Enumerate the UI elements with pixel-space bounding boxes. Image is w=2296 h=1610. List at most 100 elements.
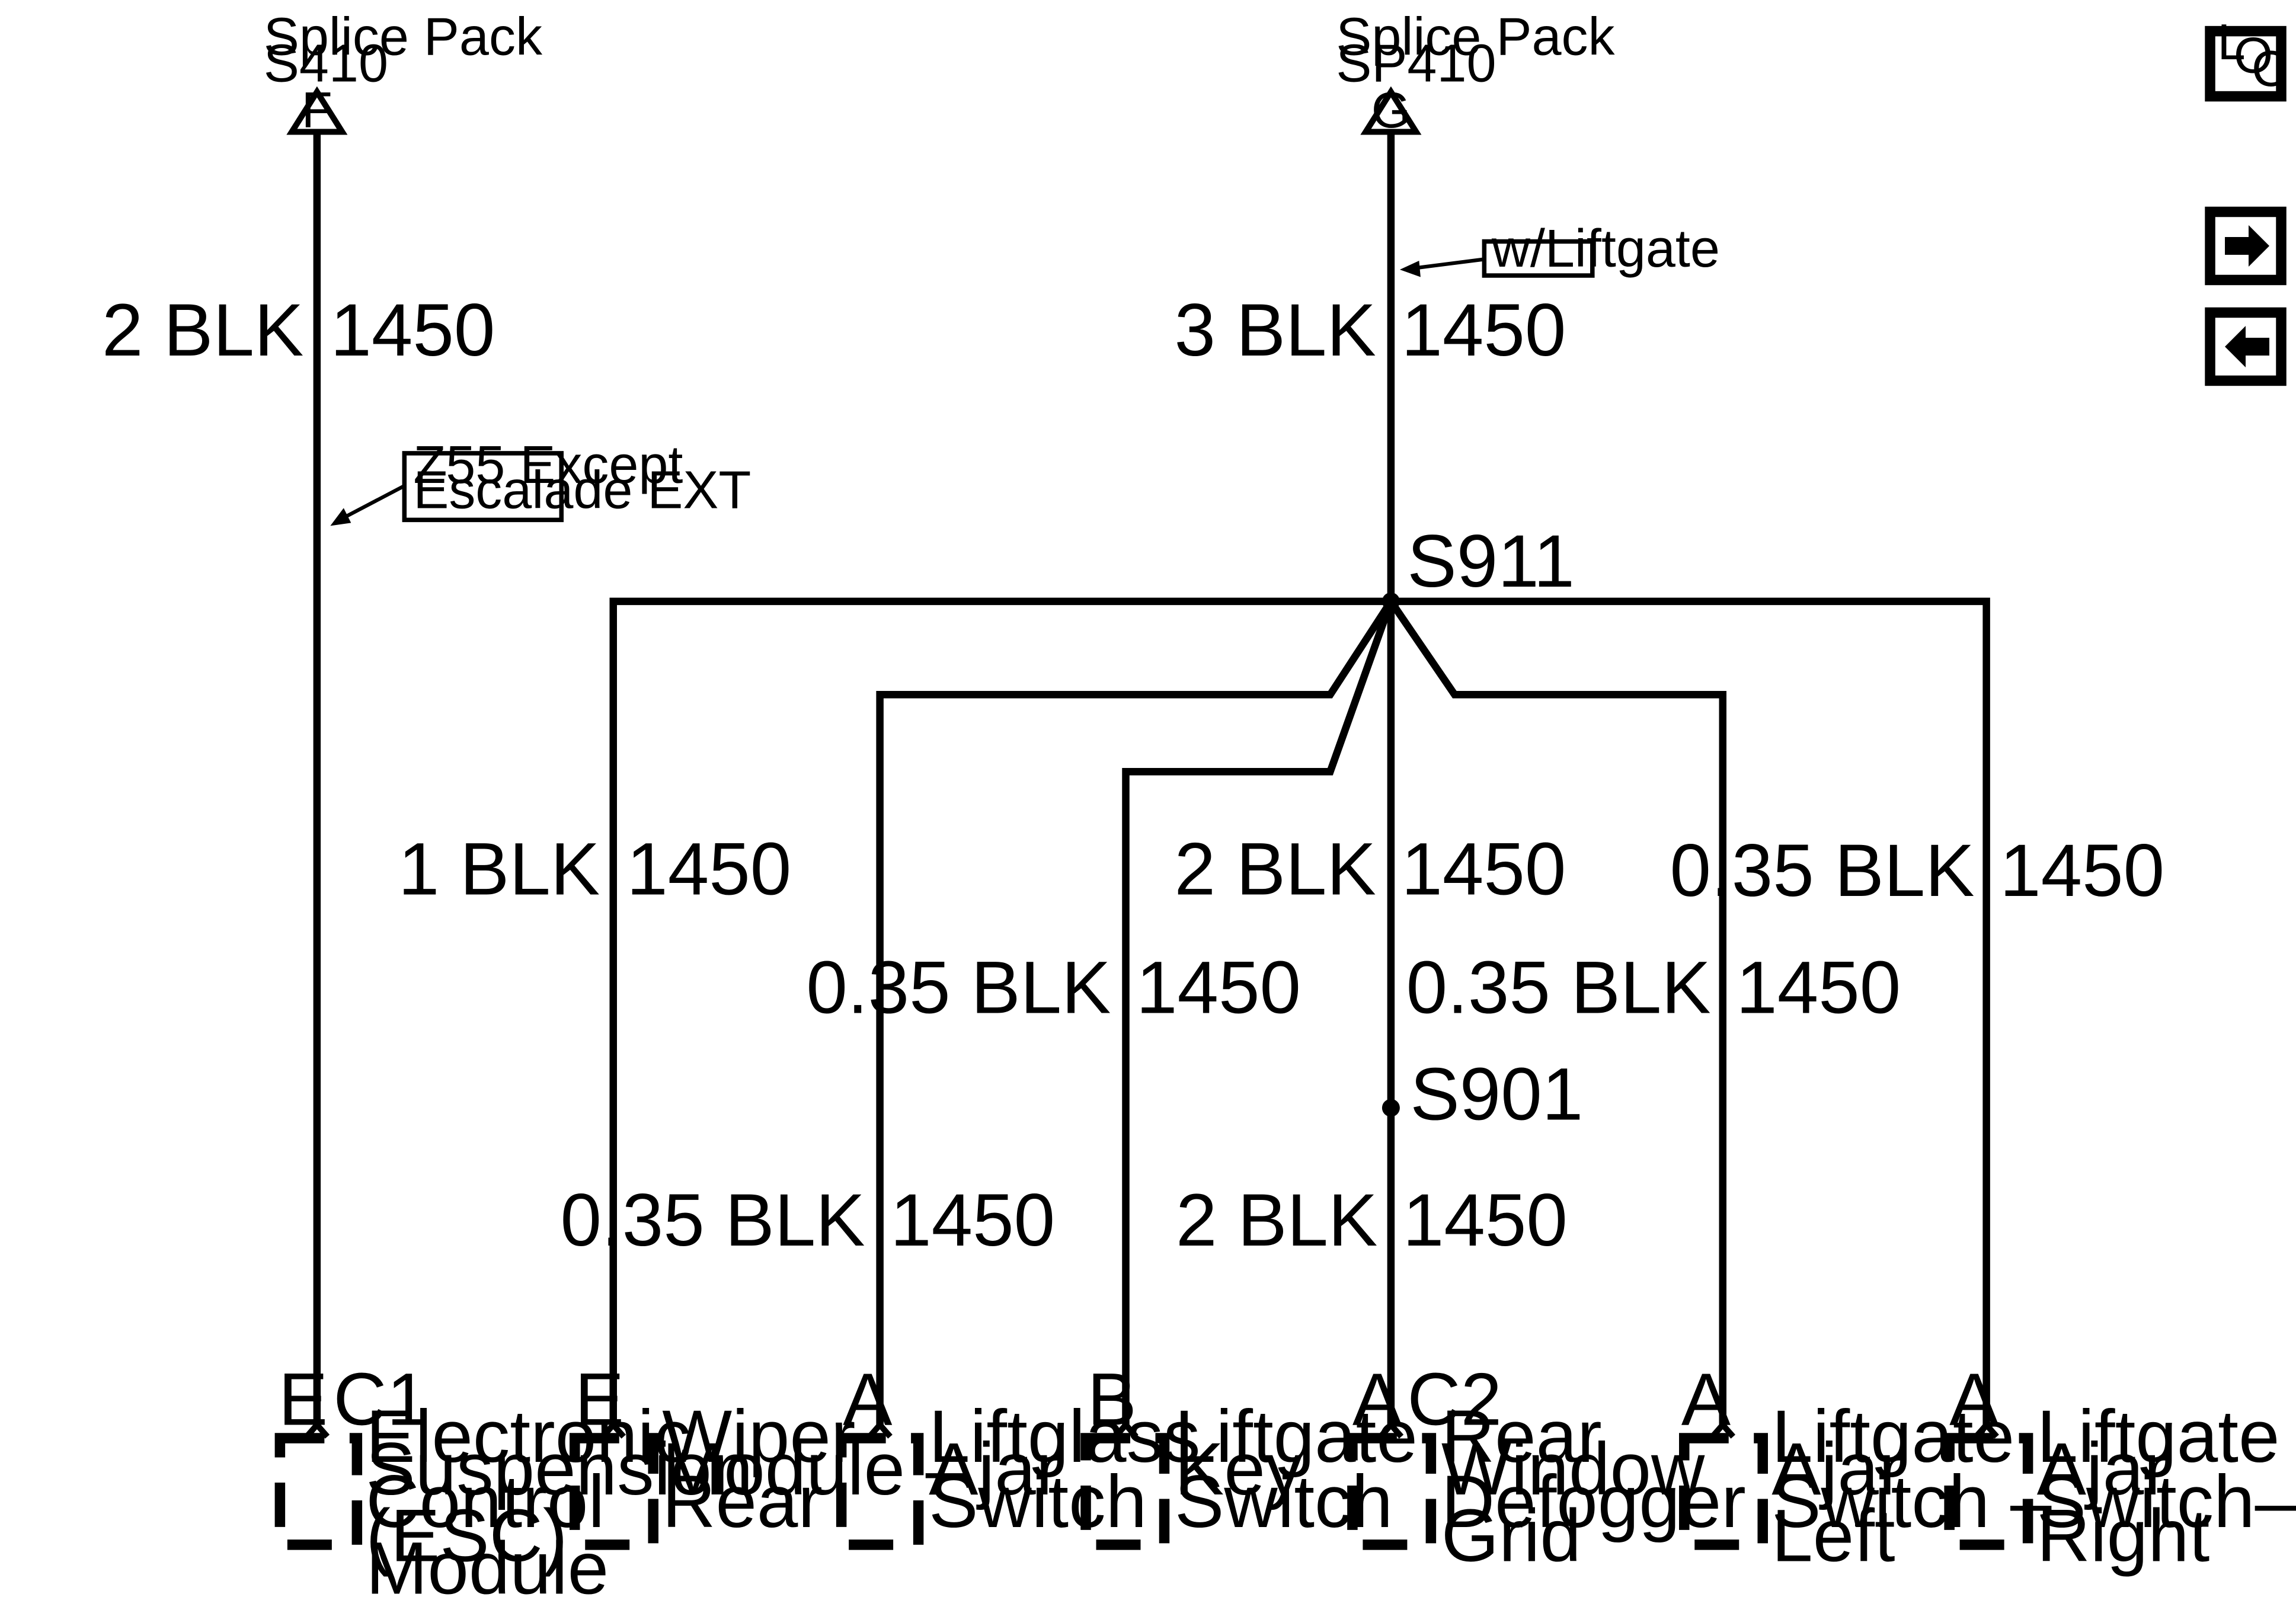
component-label-line: Wiper	[662, 1395, 855, 1478]
wire-size: 0.35 BLK	[806, 947, 1111, 1029]
component-label-line: Switch	[1175, 1461, 1393, 1543]
wire-ajar-left	[1387, 599, 1726, 1425]
component-liftgate-ajar-switch-right: A Liftgate Ajar Switch– Right	[1944, 1358, 2296, 1577]
splice-pack-s410: Splice Pack S410 F	[264, 8, 543, 139]
note-text-line2: Escalade EXT	[413, 460, 751, 520]
wire-circuit: 1450	[1403, 1179, 1568, 1262]
note-leader	[1414, 257, 1485, 270]
component-label-line: Electronic	[366, 1395, 691, 1478]
loc-letter-l: L	[2218, 14, 2246, 71]
wire-circuit: 1450	[626, 828, 791, 911]
wire-size: 1 BLK	[398, 828, 600, 911]
loc-button[interactable]: L O C	[2205, 14, 2288, 102]
arrow-right-icon	[2225, 225, 2270, 267]
splice-pack-title: Splice Pack	[264, 8, 543, 67]
component-box	[836, 1433, 924, 1550]
component-label-line: Control	[366, 1461, 605, 1543]
component-connector: C1	[333, 1358, 428, 1441]
note-text: w/Liftgate	[1491, 219, 1720, 279]
component-label-line: Module	[366, 1527, 609, 1609]
component-liftgate-ajar-switch-left: A Liftgate Ajar Switch – Left	[1679, 1358, 2052, 1577]
wire-circuit: 1450	[330, 289, 495, 372]
component-box	[1080, 1433, 1170, 1550]
note-box	[402, 451, 564, 523]
wire-size: 2 BLK	[102, 289, 303, 372]
component-rear-window-defogger-grid: A C2 Rear Window Defogger Grid	[1347, 1358, 1746, 1577]
component-box	[1347, 1433, 1437, 1550]
previous-page-button[interactable]	[2205, 307, 2287, 386]
component-label-line: Rear	[662, 1461, 823, 1543]
terminal-icon	[304, 1420, 330, 1439]
wire-network	[313, 132, 1990, 1425]
loc-button-frame[interactable]	[2205, 25, 2287, 102]
next-page-button[interactable]	[2205, 206, 2287, 286]
wire-labels: 2 BLK 1450 3 BLK 1450 1 BLK 1450 2 BLK 1…	[102, 289, 2164, 1262]
wire-circuit: 1450	[1136, 947, 1301, 1029]
component-label-line: Suspension	[366, 1428, 753, 1510]
terminal-icon	[1113, 1420, 1139, 1439]
component-esc-module: E C1 Electronic Suspension Control (ESC)…	[274, 1358, 753, 1609]
component-label-line: Grid	[1441, 1494, 1581, 1577]
component-box	[1944, 1433, 2033, 1550]
wire-keyswitch	[1122, 600, 1395, 1425]
wire-size: 3 BLK	[1175, 289, 1376, 372]
splice-pack-title: Splice Pack	[1336, 8, 1615, 67]
arrow-left-icon	[2225, 325, 2270, 367]
note-z55: Z55 Except Escalade EXT	[330, 436, 751, 526]
wire-circuit: 1450	[1401, 289, 1566, 372]
wire-size: 0.35 BLK	[1406, 947, 1711, 1029]
component-label-line: Liftglass	[929, 1395, 1200, 1478]
terminal-icon	[1378, 1420, 1404, 1439]
component-connector: C2	[1407, 1358, 1502, 1441]
wire-bus-outer	[609, 597, 1990, 1425]
arrowhead-icon	[1399, 260, 1421, 277]
wire-size: 2 BLK	[1176, 1179, 1377, 1262]
note-leader	[344, 484, 405, 519]
component-label-line: Defogger	[1441, 1461, 1746, 1543]
splice-s911-dot	[1382, 592, 1400, 610]
note-box	[1482, 239, 1595, 278]
terminal-icon	[600, 1420, 626, 1439]
splice-s911-label: S911	[1407, 520, 1575, 603]
splice-pack-id: SP410	[1336, 34, 1496, 94]
component-label-line: (ESC)	[366, 1494, 567, 1577]
component-label-line: Switch	[929, 1461, 1147, 1543]
component-label-line: Switch –	[1771, 1461, 2052, 1543]
component-liftglass-ajar-switch: A Liftglass Ajar Switch	[836, 1358, 1200, 1550]
component-label-line: Window	[1441, 1428, 1705, 1510]
note-liftgate: w/Liftgate	[1399, 219, 1720, 279]
wire-circuit: 1450	[890, 1179, 1055, 1262]
wire-liftglass	[876, 599, 1395, 1425]
wire-size: 0.35 BLK	[1670, 830, 1975, 912]
component-box	[274, 1433, 363, 1550]
terminal-icon	[867, 1420, 893, 1439]
note-text-line1: Z55 Except	[413, 436, 683, 495]
component-label-line: Switch–	[2037, 1461, 2296, 1543]
component-label-line: Left	[1771, 1494, 1895, 1577]
component-label-line: Key	[1175, 1428, 1303, 1510]
component-label-line: Liftgate	[2037, 1395, 2280, 1478]
arrowhead-icon	[330, 508, 351, 526]
splice-pack-terminal: G	[1371, 82, 1411, 139]
component-label-line: Ajar	[929, 1428, 1060, 1510]
loc-letter-o: O	[2234, 28, 2273, 84]
wire-size: 2 BLK	[1175, 828, 1376, 911]
wire-circuit: 1450	[1736, 947, 1901, 1029]
loc-letter-c: C	[2252, 41, 2288, 97]
splice-s901-dot	[1382, 1099, 1400, 1117]
wire-circuit: 1450	[1401, 828, 1566, 911]
terminal-icon	[1974, 1420, 1999, 1439]
component-box	[570, 1433, 658, 1550]
wire-circuit: 1450	[2000, 830, 2164, 912]
component-box	[1679, 1433, 1768, 1550]
component-label-line: Ajar	[1771, 1428, 1903, 1510]
splice-pack-id: S410	[264, 34, 388, 94]
terminal-icon	[1710, 1420, 1736, 1439]
component-label-line: Ajar	[2037, 1428, 2169, 1510]
component-label-line: Rear	[1441, 1395, 1602, 1478]
splice-pack-sp410: Splice Pack SP410 G	[1336, 8, 1615, 139]
splice-pack-terminal: F	[302, 82, 332, 139]
splice-s901-label: S901	[1410, 1054, 1583, 1136]
component-label-line: Right	[2037, 1494, 2210, 1577]
